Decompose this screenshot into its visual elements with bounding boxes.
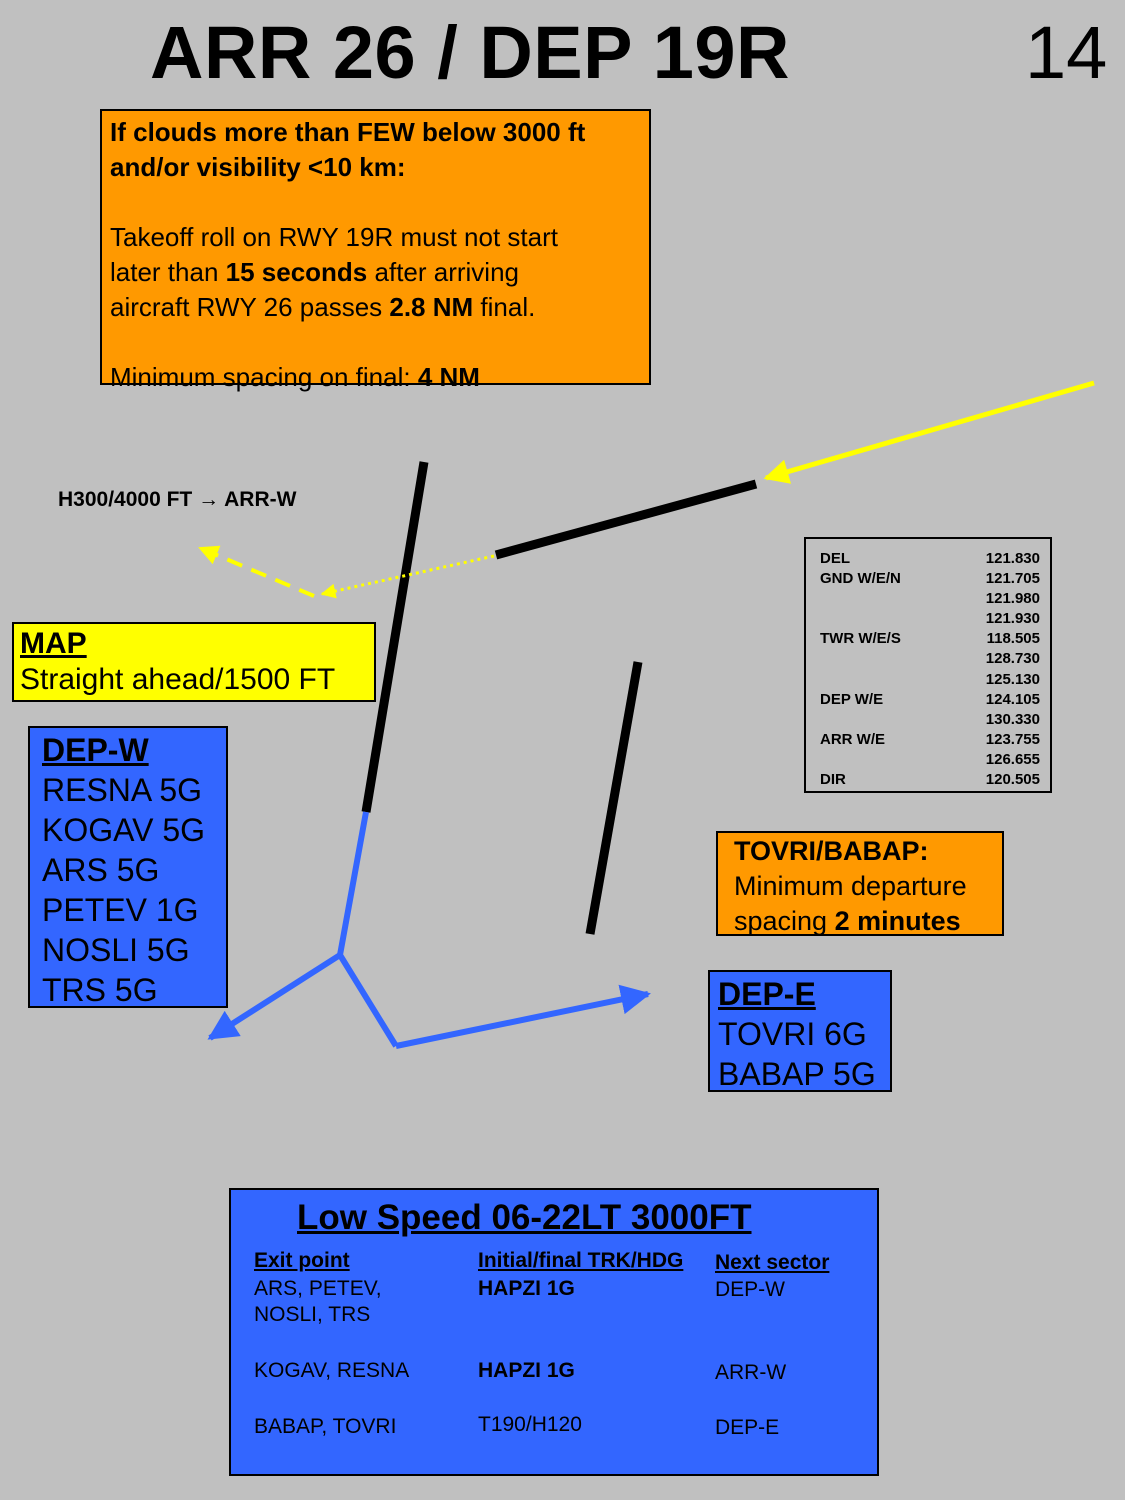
tovri-heading: TOVRI/BABAP: (734, 836, 929, 866)
frequency-name: DEP W/E (820, 690, 884, 708)
dep-w-item: NOSLI 5G (42, 932, 190, 968)
dep-w-item: KOGAV 5G (42, 812, 206, 848)
warning-rule-line2: later than 15 seconds after arriving (110, 257, 520, 287)
frequency-row: ARR W/E 123.755 (820, 730, 1050, 750)
low-visibility-warning-box: If clouds more than FEW below 3000 ft an… (100, 109, 651, 392)
column-header-next-sector: Next sector (715, 1251, 830, 1274)
frequency-value: 121.830 (985, 550, 1040, 567)
table-row-next: ARR-W (715, 1361, 787, 1384)
runway-26 (494, 479, 758, 560)
low-speed-table: Low Speed 06-22LT 3000FT Exit point Init… (229, 1188, 879, 1476)
frequency-value: 125.130 (985, 670, 1040, 688)
column-header-exit-point: Exit point (254, 1249, 350, 1272)
frequency-row: GND W/E/N 121.705 (820, 569, 1050, 589)
map-text: Straight ahead/1500 FT (20, 663, 336, 696)
hold-instruction-label: H300/4000 FT → ARR-W (58, 488, 297, 511)
departure-west-arrow (207, 952, 342, 1041)
tovri-babap-spacing-box: TOVRI/BABAP: Minimum departure spacing 2… (716, 831, 1004, 936)
dep-e-item: TOVRI 6G (718, 1016, 867, 1052)
frequency-value: 118.505 (986, 630, 1040, 648)
dep-e-box: DEP-E TOVRI 6G BABAP 5G (708, 970, 892, 1092)
table-row-trk: HAPZI 1G (478, 1359, 575, 1382)
frequency-name (820, 670, 970, 690)
arrival-track-arrow (763, 380, 1095, 484)
frequency-row: TWR W/E/S 118.505 (820, 629, 1050, 649)
frequency-name: DEL (820, 550, 850, 567)
frequency-name (820, 710, 970, 730)
frequency-value: 121.980 (985, 590, 1040, 608)
frequency-value: 121.930 (985, 610, 1040, 628)
warning-rule-line3: aircraft RWY 26 passes 2.8 NM final. (110, 292, 536, 322)
frequency-value: 124.105 (985, 690, 1040, 708)
table-row-exit: ARS, PETEV, NOSLI, TRS (254, 1277, 382, 1326)
warning-rule-line1: Takeoff roll on RWY 19R must not start (110, 222, 558, 252)
frequency-row: DEP W/E 124.105 (820, 690, 1050, 710)
page-number: 14 (1025, 11, 1108, 94)
dep-e-heading: DEP-E (718, 976, 816, 1012)
frequency-name (820, 750, 970, 770)
frequency-row: 121.930 (820, 609, 1050, 629)
frequency-name (820, 609, 970, 629)
frequency-row: 126.655 (820, 750, 1050, 770)
dep-e-item: BABAP 5G (718, 1056, 876, 1092)
warning-spacing-line: Minimum spacing on final: 4 NM (110, 362, 480, 392)
map-heading: MAP (20, 627, 87, 660)
missed-approach-dotted-line (320, 554, 495, 599)
frequency-value: 121.705 (985, 570, 1040, 588)
frequency-name: GND W/E/N (820, 570, 901, 588)
table-row-next: DEP-E (715, 1416, 780, 1439)
warning-condition-line2: and/or visibility <10 km: (110, 152, 406, 182)
frequency-value: 126.655 (985, 750, 1040, 768)
page-title: ARR 26 / DEP 19R (150, 11, 790, 94)
missed-approach-dashed-arrow (198, 545, 315, 598)
frequency-row: 130.330 (820, 710, 1050, 730)
table-row-next: DEP-W (715, 1278, 785, 1301)
missed-approach-box: MAP Straight ahead/1500 FT (12, 622, 376, 702)
runway-19r (361, 461, 429, 813)
runway-parallel (585, 661, 643, 935)
table-row-exit: KOGAV, RESNA (254, 1359, 410, 1382)
frequency-row: DEL 121.830 (820, 549, 1050, 569)
frequency-name (820, 589, 970, 609)
dep-w-item: TRS 5G (42, 972, 158, 1008)
frequency-row: 128.730 (820, 649, 1050, 669)
warning-condition-line1: If clouds more than FEW below 3000 ft (110, 117, 586, 147)
dep-w-item: ARS 5G (42, 852, 160, 888)
dep-w-heading: DEP-W (42, 732, 149, 768)
frequency-row: 125.130 (820, 670, 1050, 690)
tovri-line2: spacing 2 minutes (734, 906, 961, 936)
frequency-value: 120.505 (985, 771, 1040, 789)
frequency-value: 130.330 (985, 710, 1040, 728)
table-row-trk: HAPZI 1G (478, 1277, 575, 1300)
frequency-row: 121.980 (820, 589, 1050, 609)
departure-east-arrow (395, 984, 651, 1049)
dep-w-item: PETEV 1G (42, 892, 199, 928)
frequency-name: DIR (820, 771, 846, 789)
frequency-value: 128.730 (985, 650, 1040, 668)
dep-w-item: RESNA 5G (42, 772, 203, 808)
table-row-trk: T190/H120 (478, 1413, 582, 1436)
tovri-line1: Minimum departure (734, 871, 967, 901)
frequency-value: 123.755 (985, 730, 1040, 748)
frequency-name (820, 649, 970, 669)
departure-route-main (336, 811, 399, 1048)
table-row-exit: BABAP, TOVRI (254, 1415, 397, 1438)
frequency-name: TWR W/E/S (820, 630, 901, 648)
column-header-trk-hdg: Initial/final TRK/HDG (478, 1249, 684, 1272)
frequency-name: ARR W/E (820, 730, 885, 748)
dep-w-box: DEP-W RESNA 5G KOGAV 5G ARS 5G PETEV 1G … (28, 726, 228, 1008)
frequency-row: DIR 120.505 (820, 770, 1050, 790)
low-speed-title: Low Speed 06-22LT 3000FT (297, 1198, 752, 1237)
